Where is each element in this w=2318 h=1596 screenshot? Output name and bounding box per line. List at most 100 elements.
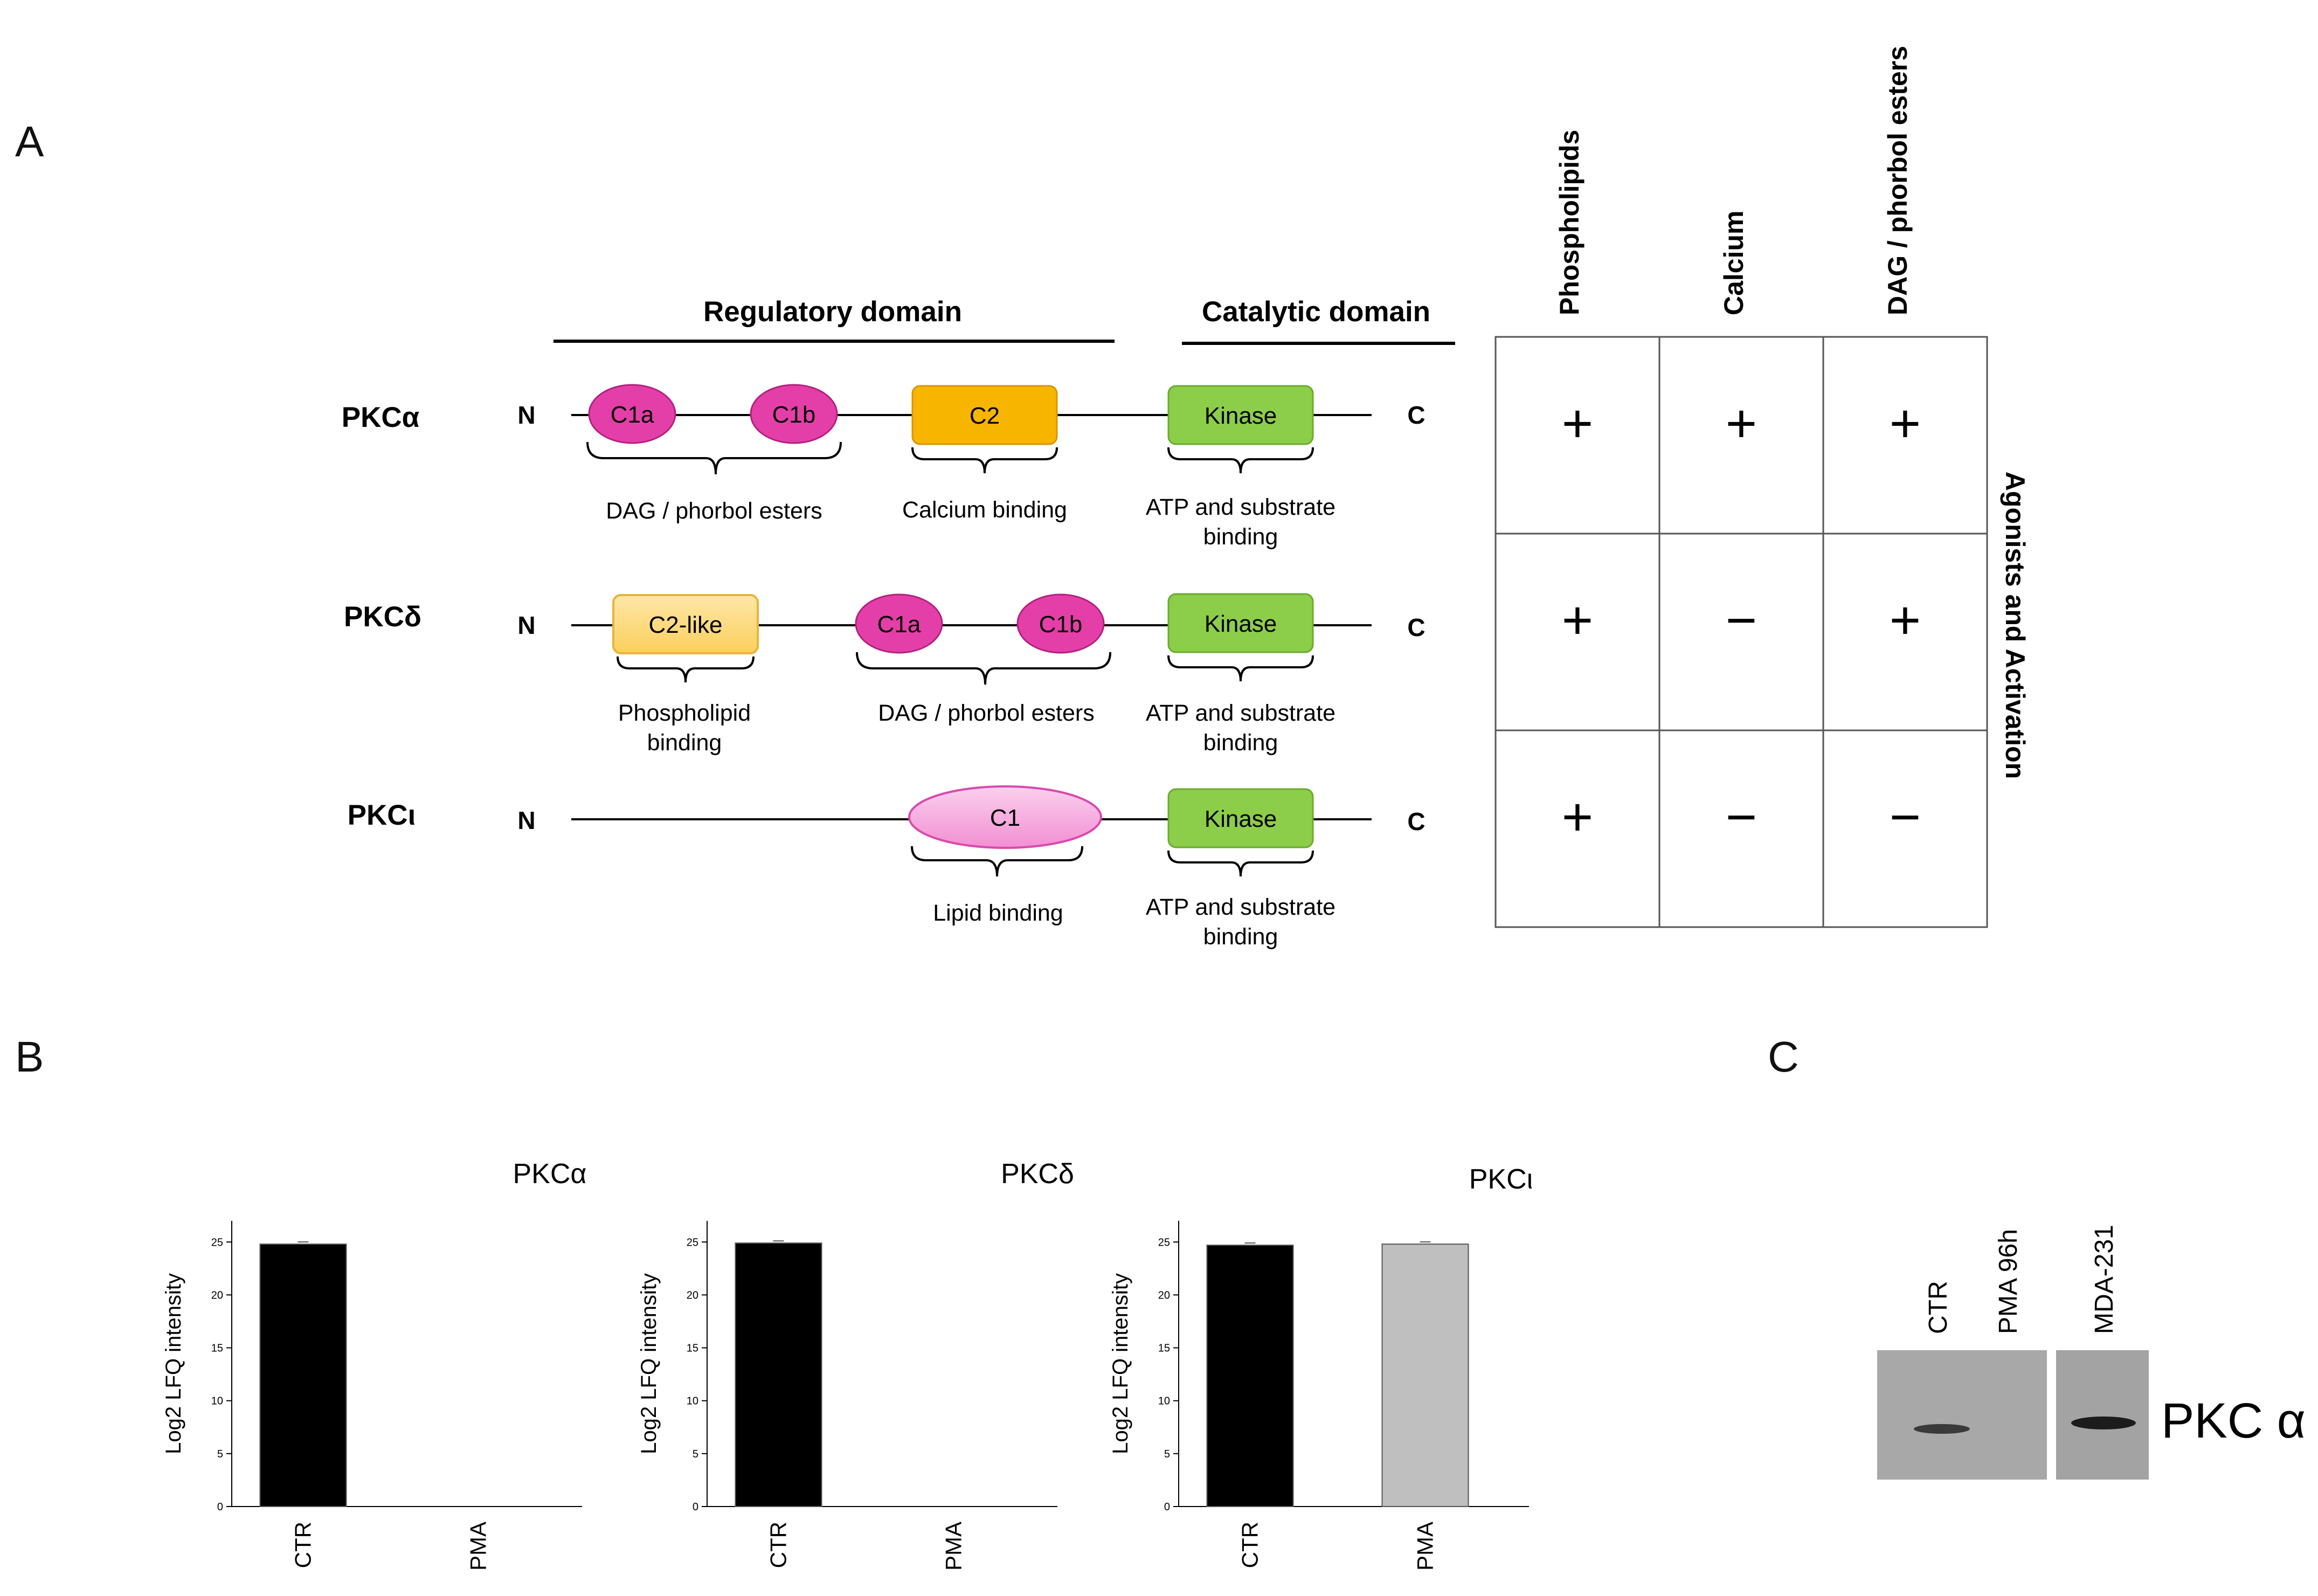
c2-like-label: C2-like xyxy=(649,612,723,638)
pkc-alpha-label: PKCα xyxy=(342,402,420,433)
blot-band-mda231 xyxy=(2071,1417,2136,1429)
atp-annotation-line2: binding xyxy=(1203,924,1278,950)
table-cell: − xyxy=(1890,787,1921,847)
x-category-label: CTR xyxy=(1237,1522,1263,1568)
y-tick-label: 10 xyxy=(687,1395,698,1407)
blot-membrane xyxy=(1877,1350,2047,1480)
pkc-alpha-row: PKCα N C C1a C1b C2 Kinase DAG / phorbol… xyxy=(342,384,1426,550)
y-tick-label: 25 xyxy=(211,1236,223,1248)
pkc-delta-row: PKCδ N C C2-like C1a C1b Kinase Phosphol… xyxy=(344,593,1426,756)
bar xyxy=(259,1243,347,1508)
atp-brace xyxy=(1167,850,1314,877)
n-terminus: N xyxy=(517,611,535,639)
table-frame xyxy=(1494,336,1988,928)
y-tick-label: 15 xyxy=(687,1343,698,1355)
pkc-iota-row: PKCι N C C1 Kinase Lipid binding ATP and… xyxy=(348,785,1426,950)
table-cell: + xyxy=(1726,393,1757,454)
kinase-label: Kinase xyxy=(1205,611,1277,637)
y-tick-label: 0 xyxy=(1164,1501,1170,1513)
c-terminus: C xyxy=(1407,613,1425,641)
y-tick-label: 0 xyxy=(693,1501,698,1513)
blot-membrane xyxy=(2056,1350,2149,1480)
c1-label: C1 xyxy=(990,805,1020,831)
pkc-delta-label: PKCδ xyxy=(344,601,421,633)
kinase-domain xyxy=(1167,788,1314,848)
western-blot: CTR PMA 96h MDA-231 PKC α xyxy=(1877,1225,2306,1480)
c1b-domain xyxy=(750,384,838,444)
y-tick-label: 25 xyxy=(1158,1236,1170,1248)
y-tick-label: 10 xyxy=(211,1395,223,1407)
y-tick-label: 5 xyxy=(1164,1448,1170,1460)
c1b-domain xyxy=(1016,593,1105,654)
panel-c-letter: C xyxy=(1768,1033,1799,1081)
bar xyxy=(1381,1243,1469,1508)
column-header-calcium: Calcium xyxy=(1719,210,1749,315)
c1a-label: C1a xyxy=(611,402,654,428)
y-tick-label: 20 xyxy=(211,1289,223,1301)
blot-band-ctr xyxy=(1914,1424,1970,1434)
atp-brace xyxy=(1167,447,1314,474)
table-cell: + xyxy=(1562,787,1593,847)
panel-a-letter: A xyxy=(15,118,44,165)
table-cell: − xyxy=(1726,787,1757,847)
y-tick-label: 25 xyxy=(687,1236,698,1248)
phospholipid-annotation-line1: Phospholipid xyxy=(618,700,751,726)
blot-lane-label: CTR xyxy=(1924,1281,1953,1334)
y-axis-label: Log2 LFQ intensity xyxy=(637,1273,661,1454)
c2-like-domain xyxy=(612,594,759,654)
table-cell: + xyxy=(1562,590,1593,651)
dag-brace xyxy=(586,441,842,475)
table-cell: + xyxy=(1890,393,1921,454)
dag-annotation: DAG / phorbol esters xyxy=(878,700,1095,726)
c1a-domain xyxy=(855,593,943,654)
phospholipid-annotation-line2: binding xyxy=(647,730,722,756)
kinase-label: Kinase xyxy=(1205,403,1277,429)
column-header-phospholipids: Phospholipids xyxy=(1554,130,1584,315)
c1-domain xyxy=(908,785,1102,849)
blot-lane-label: MDA-231 xyxy=(2090,1225,2119,1334)
agonists-activation-label: Agonists and Activation xyxy=(2000,472,2030,779)
c-terminus: C xyxy=(1407,807,1425,835)
lipid-annotation: Lipid binding xyxy=(933,900,1063,926)
panel-b-letter: B xyxy=(15,1033,44,1081)
y-tick-label: 20 xyxy=(1158,1289,1170,1301)
y-tick-label: 15 xyxy=(211,1343,223,1355)
catalytic-domain-header: Catalytic domain xyxy=(1202,296,1430,328)
bar xyxy=(735,1242,822,1507)
activation-table: Phospholipids Calcium DAG / phorbol este… xyxy=(1494,46,2030,928)
atp-annotation-line2: binding xyxy=(1203,730,1278,756)
kinase-domain xyxy=(1167,385,1314,445)
y-tick-label: 10 xyxy=(1158,1395,1170,1407)
chart-title: PKCα xyxy=(513,1158,587,1190)
dag-brace xyxy=(856,652,1111,685)
y-tick-label: 5 xyxy=(693,1448,698,1460)
x-category-label: PMA xyxy=(941,1522,966,1571)
y-axis-label: Log2 LFQ intensity xyxy=(162,1273,185,1454)
table-cell: + xyxy=(1890,590,1921,651)
y-tick-label: 20 xyxy=(687,1289,698,1301)
column-header-dag: DAG / phorbol esters xyxy=(1883,46,1913,315)
c2-label: C2 xyxy=(970,403,1000,429)
c2-domain xyxy=(911,385,1058,445)
c1b-label: C1b xyxy=(772,402,816,428)
phospholipid-brace xyxy=(617,656,755,683)
dag-annotation: DAG / phorbol esters xyxy=(606,498,822,524)
x-category-label: CTR xyxy=(290,1522,316,1568)
n-terminus: N xyxy=(517,806,535,834)
atp-annotation-line1: ATP and substrate xyxy=(1146,894,1336,920)
chart-title: PKCδ xyxy=(1001,1158,1074,1190)
c1b-label: C1b xyxy=(1039,611,1083,638)
x-category-label: PMA xyxy=(466,1522,491,1571)
pkc-iota-label: PKCι xyxy=(348,799,416,831)
blot-protein-label: PKC α xyxy=(2161,1393,2306,1448)
y-tick-label: 0 xyxy=(217,1501,223,1513)
y-axis-label: Log2 LFQ intensity xyxy=(1109,1273,1132,1454)
c-terminus: C xyxy=(1407,401,1425,429)
table-cell: + xyxy=(1562,393,1593,454)
x-category-label: CTR xyxy=(766,1522,791,1568)
c1a-domain xyxy=(588,384,676,444)
